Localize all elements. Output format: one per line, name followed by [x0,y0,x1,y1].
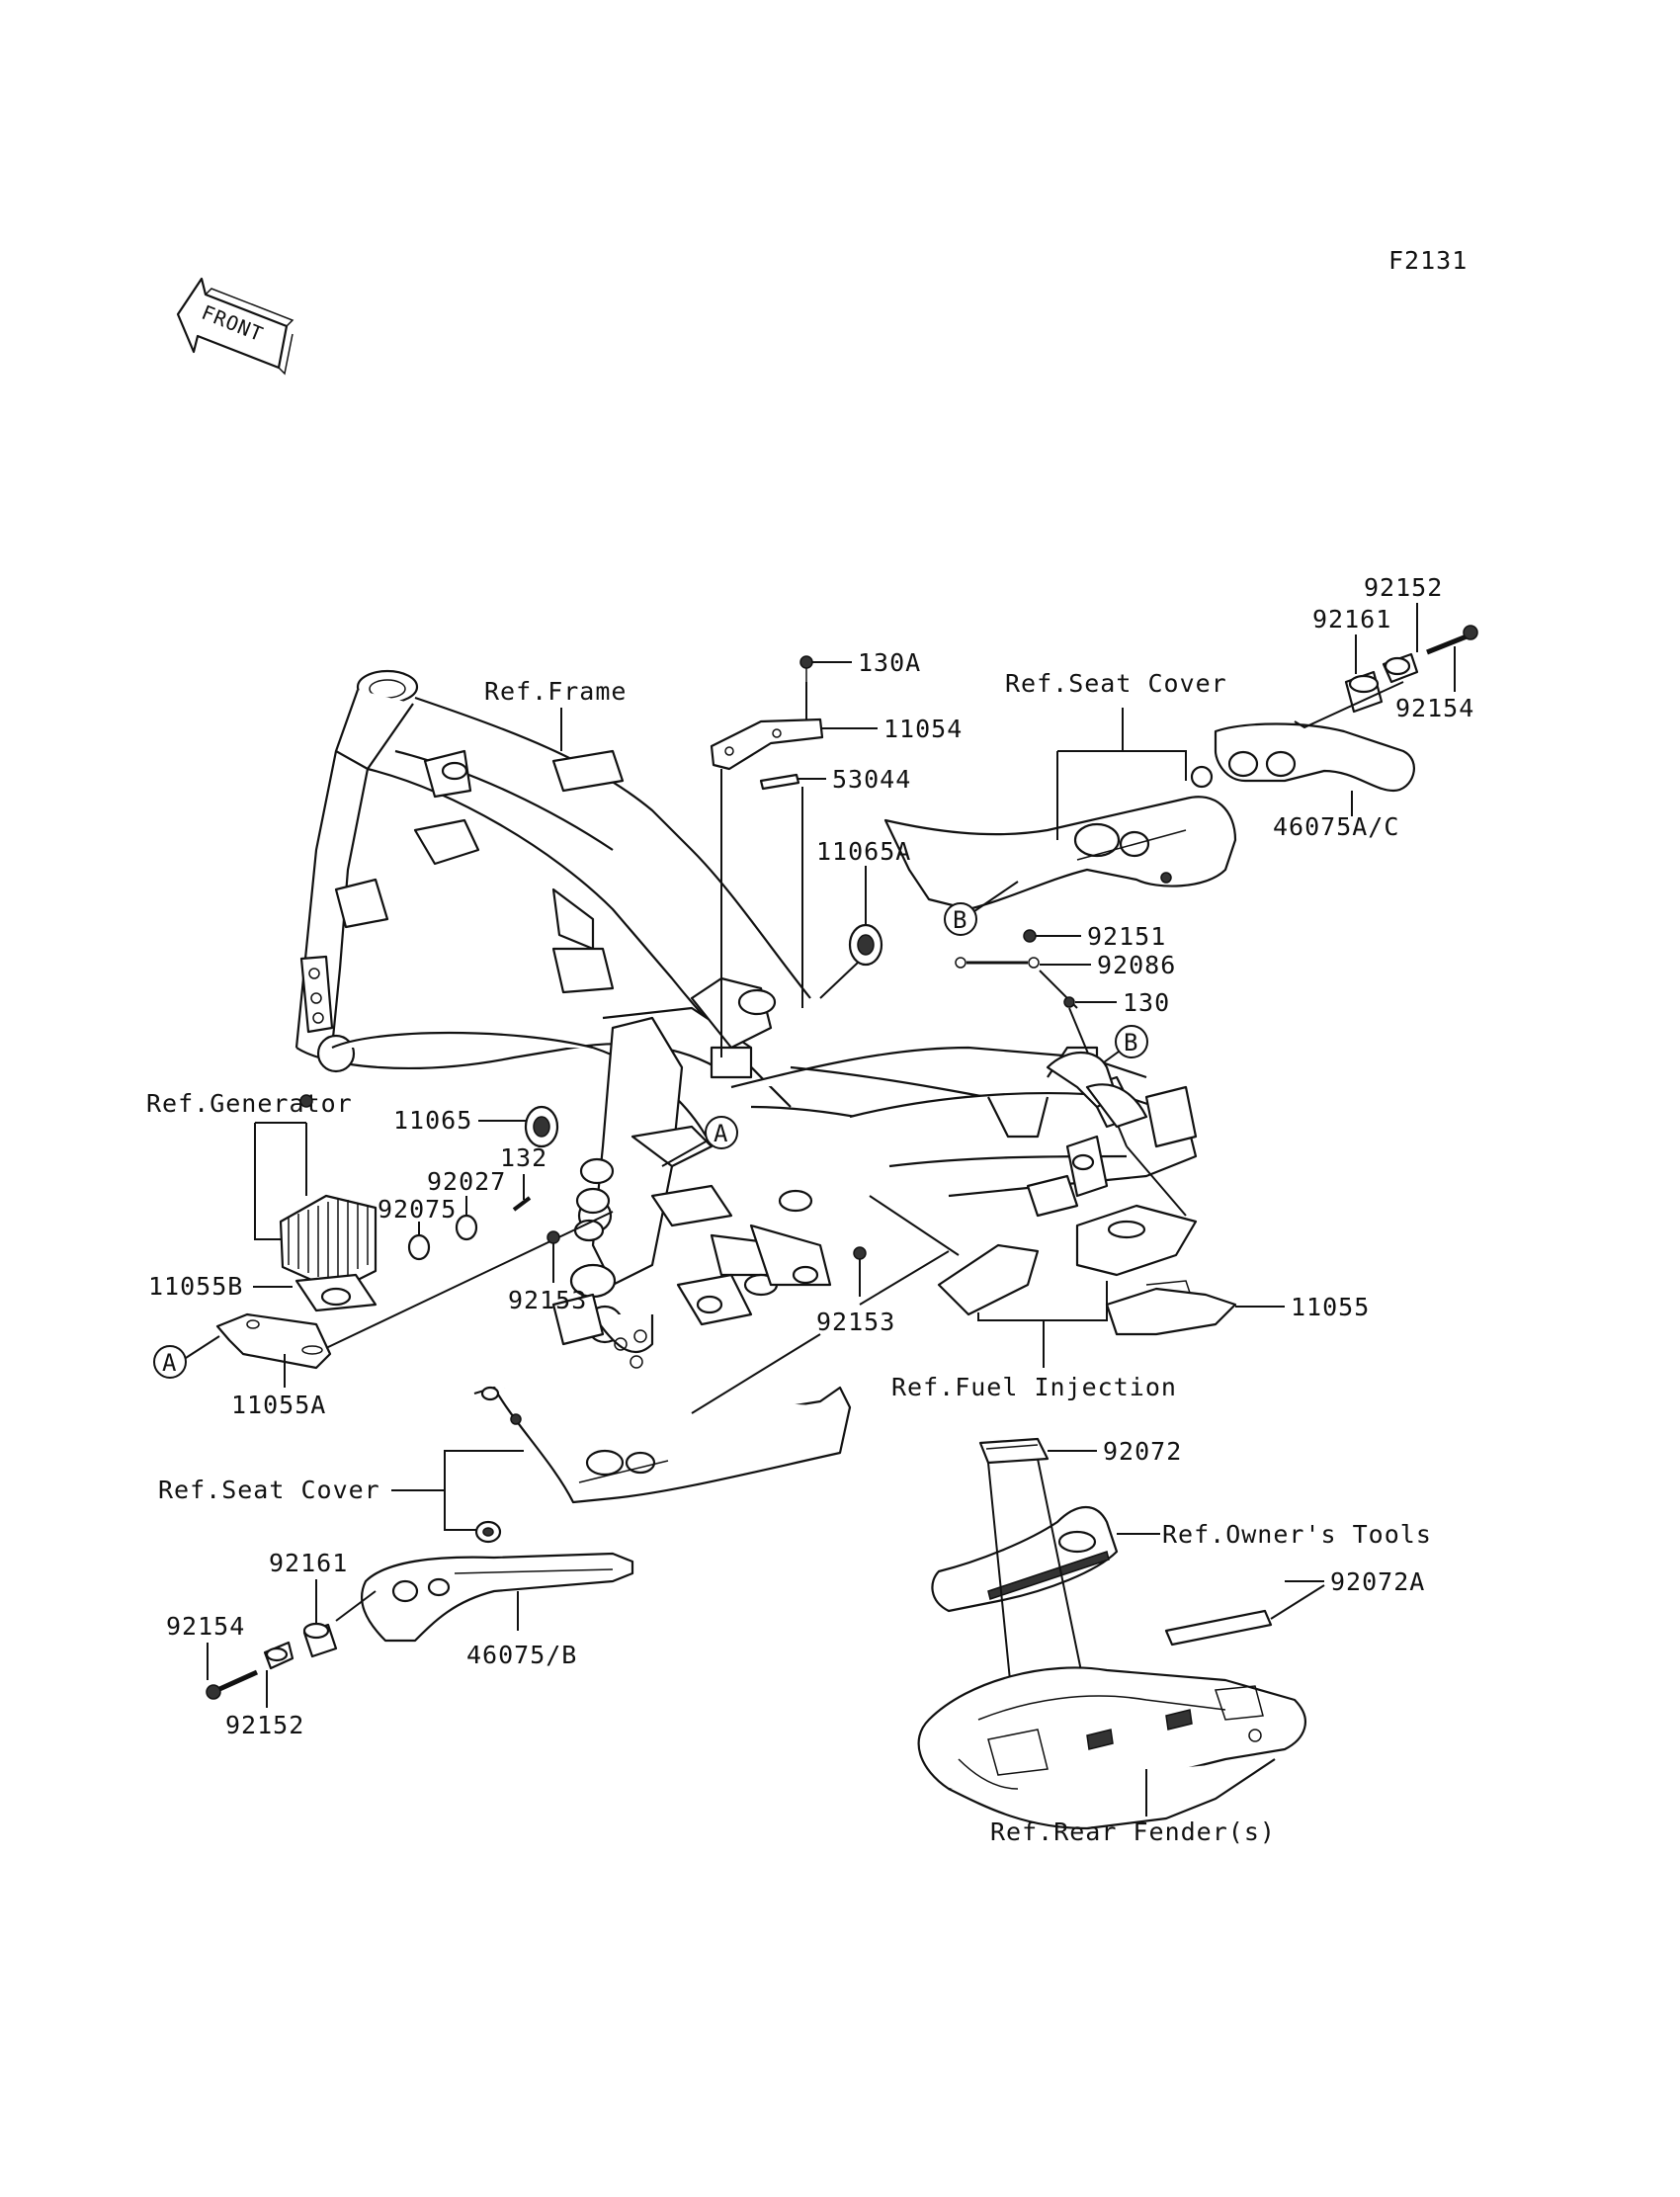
bolt-92154-bottom: 92154 [166,1612,259,1700]
collar-92075: 92075 [378,1195,457,1261]
bracket-11055A: 11055A [215,1211,614,1419]
owners-tools: 92072 Ref.Owner's Tools [931,1437,1432,1760]
seat-cover-top: Ref.Seat Cover [883,669,1237,911]
label-92072A: 92072A [1330,1567,1425,1596]
seat-cover-bottom: Ref.Seat Cover [158,1333,852,1531]
regulator [279,1194,378,1312]
label-ref-generator: Ref.Generator [146,1089,353,1118]
seat-lock [1046,1052,1148,1129]
bolt-92153-left: 92153 [508,1230,587,1314]
svg-text:B: B [1124,1029,1137,1056]
label-ref-fuel-injection: Ref.Fuel Injection [891,1373,1177,1401]
label-11065A: 11065A [816,837,911,866]
washer-92027: 92027 [427,1167,506,1241]
grommet-11065A: 11065A [816,837,911,999]
callout-A-mid: A [661,1116,738,1167]
bolt-92154-top: 92154 [1395,625,1478,722]
ref-frame: Ref.Frame [484,677,627,751]
rear-fender: Ref.Rear Fender(s) [917,1666,1306,1846]
diagram-code: F2131 [1388,246,1468,275]
collar-92152-top: 92152 [1364,573,1443,684]
label-ref-seat-cover-bottom: Ref.Seat Cover [158,1476,380,1504]
label-ref-rear-fender: Ref.Rear Fender(s) [990,1817,1276,1846]
label-92027: 92027 [427,1167,506,1196]
part-53044: 53044 [759,765,911,1008]
cable-92086: 92086 [955,951,1176,1009]
label-92161-top: 92161 [1312,605,1391,634]
label-ref-seat-cover-top: Ref.Seat Cover [1005,669,1227,698]
collar-92161-top: 92161 [1312,605,1391,714]
label-ref-owners-tools: Ref.Owner's Tools [1162,1520,1432,1549]
callout-A-left: A [153,1335,220,1379]
label-ref-frame: Ref.Frame [484,677,627,706]
part-11054: 11054 [710,682,963,1057]
label-11055B: 11055B [148,1272,243,1301]
collar-92152-bottom: 92152 [225,1641,304,1739]
label-92075: 92075 [378,1195,457,1224]
label-130A: 130A [858,648,921,677]
part-130A: 130A [799,648,921,682]
label-130: 130 [1123,988,1170,1017]
bolt-92151: 92151 [1023,922,1166,951]
callout-B-top: B [944,881,1019,936]
label-46075AC: 46075A/C [1273,812,1399,841]
label-92086: 92086 [1097,951,1176,979]
callout-B-mid: B [1096,1025,1148,1068]
label-11054: 11054 [883,715,963,743]
label-92154-top: 92154 [1395,694,1474,722]
strap-92072A: 92072A [1164,1567,1425,1647]
frame-drawing [294,669,1198,1369]
label-92161-bottom: 92161 [269,1549,348,1577]
label-11055A: 11055A [231,1391,326,1419]
label-92153-mid: 92153 [816,1308,895,1336]
front-arrow-icon: FRONT [176,277,294,376]
label-92153-left: 92153 [508,1286,587,1314]
svg-text:A: A [162,1349,177,1377]
label-53044: 53044 [832,765,911,794]
label-92152-top: 92152 [1364,573,1443,602]
label-132: 132 [500,1143,547,1172]
fuel-injection-parts: 11055 Ref.Fuel Injection [859,1145,1370,1401]
svg-text:A: A [714,1120,728,1147]
rail-leader [1294,681,1404,729]
label-group-11055B: 11055B [148,1272,293,1301]
bolt-92153-mid: 92153 [816,1246,895,1336]
svg-text:B: B [953,906,966,934]
ref-generator: Ref.Generator [146,1089,353,1240]
label-92151: 92151 [1087,922,1166,951]
label-11065: 11065 [393,1106,472,1135]
bolt-132: 132 [500,1143,547,1212]
grommet-11065: 11065 [393,1105,559,1148]
label-92152-bottom: 92152 [225,1711,304,1739]
grab-rail-top: 46075A/C [1214,722,1415,841]
label-46075B: 46075/B [466,1641,577,1669]
grab-rail-bottom: 46075/B [361,1552,634,1669]
label-92072: 92072 [1103,1437,1182,1466]
label-11055: 11055 [1291,1293,1370,1321]
label-92154-bottom: 92154 [166,1612,245,1641]
collar-92161-bottom: 92161 [269,1549,377,1658]
washer-bottom [474,1520,502,1544]
